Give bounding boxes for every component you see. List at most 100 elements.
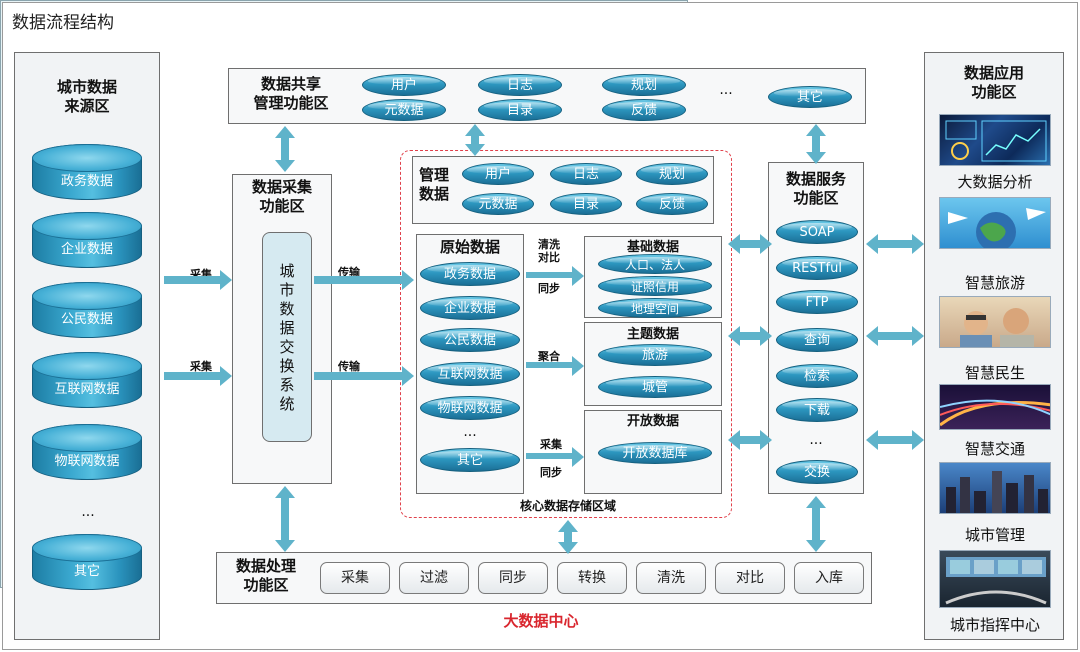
open-item: 开放数据库 [598,442,712,464]
app-label-livelihood: 智慧民生 [964,364,1025,382]
process-step: 过滤 [399,562,469,594]
process-step: 对比 [715,562,785,594]
core-storage-label: 核心数据存储区域 [519,499,616,513]
management-item: 反馈 [636,193,708,215]
app-label-tourism: 智慧旅游 [964,274,1025,292]
share-item: 元数据 [362,99,446,121]
arrow-share-collect [275,126,295,172]
theme-item: 城管 [598,376,712,398]
big-data-center-title: 大数据中心 [503,612,579,630]
share-item: 规划 [602,74,686,96]
source-item: 企业数据 [32,212,142,268]
arrow-core-service-3 [728,430,772,450]
city-management-image [939,462,1051,514]
arrow-service-app-1 [866,234,924,254]
arrow-service-app-2 [866,326,924,346]
source-item: 政务数据 [32,144,142,200]
share-item: 目录 [478,99,562,121]
management-item: 目录 [550,193,622,215]
app-label-traffic: 智慧交通 [964,440,1025,458]
flow-label-collect-2: 采集 [190,360,212,373]
management-item: 元数据 [462,193,534,215]
process-zone-title: 数据处理 功能区 [235,557,296,594]
basic-item: 地理空间 [598,298,712,318]
arrow-raw-to-open [526,447,584,467]
process-step: 入库 [794,562,864,594]
management-item: 用户 [462,163,534,185]
share-zone-title: 数据共享 管理功能区 [253,75,329,112]
arrow-source-to-collect-1 [164,270,232,290]
service-item: 查询 [776,328,858,352]
theme-data-title: 主题数据 [626,327,679,342]
raw-item-ellipsis: ... [463,424,477,440]
source-item-ellipsis: ... [81,504,95,520]
share-item: 其它 [768,86,852,108]
arrow-source-to-collect-2 [164,366,232,386]
service-item-ellipsis: ... [809,432,823,448]
source-item: 公民数据 [32,282,142,338]
service-zone-title: 数据服务 功能区 [785,170,846,207]
source-item: 互联网数据 [32,352,142,408]
flow-label-sync-1: 同步 [538,282,560,295]
arrow-core-service-2 [728,326,772,346]
raw-item: 公民数据 [420,328,520,352]
big-data-analysis-image [939,114,1051,166]
raw-item: 互联网数据 [420,362,520,386]
app-label-command-center: 城市指挥中心 [949,616,1040,634]
raw-item: 政务数据 [420,262,520,286]
flow-label-aggregate: 聚合 [538,350,560,363]
flow-label-clean-compare: 清洗 对比 [538,238,560,264]
source-item: 其它 [32,534,142,590]
management-item: 日志 [550,163,622,185]
exchange-system [262,232,312,442]
share-item: 反馈 [602,99,686,121]
share-item: 用户 [362,74,446,96]
source-zone-title: 城市数据 来源区 [56,78,117,115]
process-step: 转换 [557,562,627,594]
theme-item: 旅游 [598,344,712,366]
arrow-raw-to-theme [526,356,584,376]
page-title: 数据流程结构 [12,13,114,33]
process-step: 清洗 [636,562,706,594]
smart-tourism-image [939,197,1051,249]
arrow-service-process [806,496,826,552]
arrow-collect-to-raw-1 [314,270,414,290]
raw-data-title: 原始数据 [439,238,500,256]
flow-label-sync-2: 同步 [540,466,562,479]
share-item: 日志 [478,74,562,96]
arrow-core-service-1 [728,234,772,254]
service-item: FTP [776,290,858,314]
arrow-collect-to-raw-2 [314,366,414,386]
arrow-raw-to-basic [526,266,584,286]
app-zone-title: 数据应用 功能区 [963,64,1024,101]
basic-item: 人口、法人 [598,254,712,274]
arrow-share-service [806,124,826,164]
management-data-title: 管理 数据 [418,166,449,203]
service-item: RESTful [776,256,858,280]
service-item: SOAP [776,220,858,244]
collect-zone-title: 数据采集 功能区 [251,178,312,215]
exchange-system-label: 城 市 数 据 交 换 系 统 [279,262,295,413]
raw-item: 物联网数据 [420,396,520,420]
service-item: 检索 [776,364,858,388]
share-item-ellipsis: ... [719,82,733,98]
smart-traffic-image [939,384,1051,430]
smart-livelihood-image [939,296,1051,348]
arrow-share-mgmt [465,124,485,156]
flow-label-transfer-1: 传输 [338,266,360,279]
arrow-collect-process [275,486,295,552]
basic-data-title: 基础数据 [626,240,679,255]
process-step: 同步 [478,562,548,594]
command-center-image [939,550,1051,608]
app-label-city-management: 城市管理 [964,526,1025,544]
basic-item: 证照信用 [598,276,712,296]
flow-label-collect-3: 采集 [540,438,562,451]
open-data-title: 开放数据 [626,414,679,429]
service-item: 交换 [776,460,858,484]
process-step: 采集 [320,562,390,594]
flow-label-transfer-2: 传输 [338,360,360,373]
arrow-service-app-3 [866,430,924,450]
management-item: 规划 [636,163,708,185]
arrow-core-process [558,520,578,554]
raw-item: 其它 [420,448,520,472]
